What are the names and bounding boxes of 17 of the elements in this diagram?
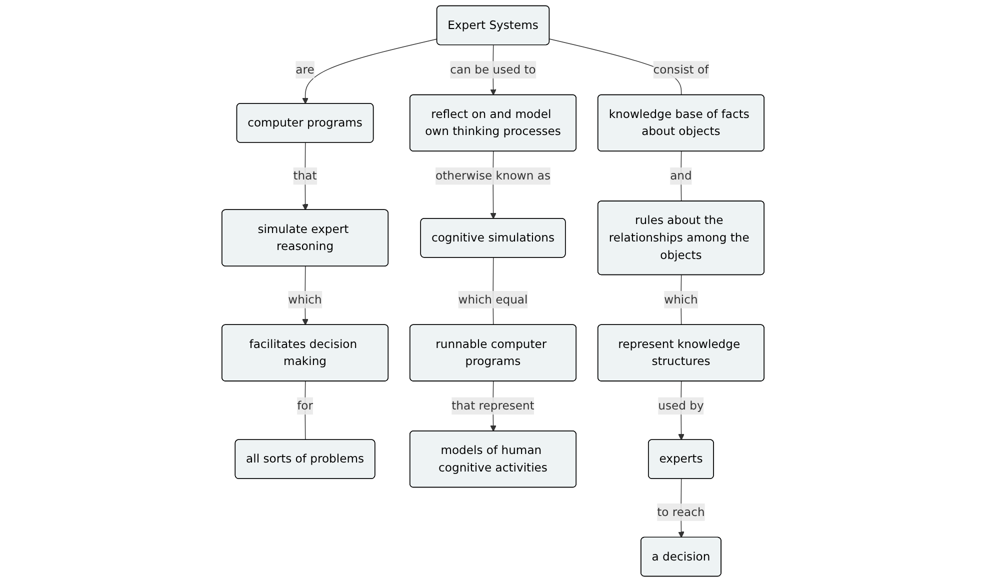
edge-label: and bbox=[670, 168, 692, 183]
arrow bbox=[302, 142, 308, 210]
edge-label: which bbox=[664, 292, 698, 306]
edge-label: to reach bbox=[657, 505, 705, 519]
edge-label: that bbox=[293, 168, 317, 183]
connector bbox=[304, 381, 306, 440]
connector bbox=[680, 151, 682, 202]
edge-label: for bbox=[297, 398, 313, 412]
edge-label: can be used to bbox=[450, 62, 536, 76]
edge-label: that represent bbox=[452, 398, 534, 412]
edge-label: consist of bbox=[653, 62, 709, 76]
arrow bbox=[302, 38, 438, 104]
edge-label: are bbox=[296, 62, 314, 76]
edge-label: otherwise known as bbox=[435, 168, 551, 183]
edge-label: which equal bbox=[458, 292, 528, 306]
edge-label: used by bbox=[658, 398, 704, 412]
edge-label: which bbox=[288, 292, 322, 306]
